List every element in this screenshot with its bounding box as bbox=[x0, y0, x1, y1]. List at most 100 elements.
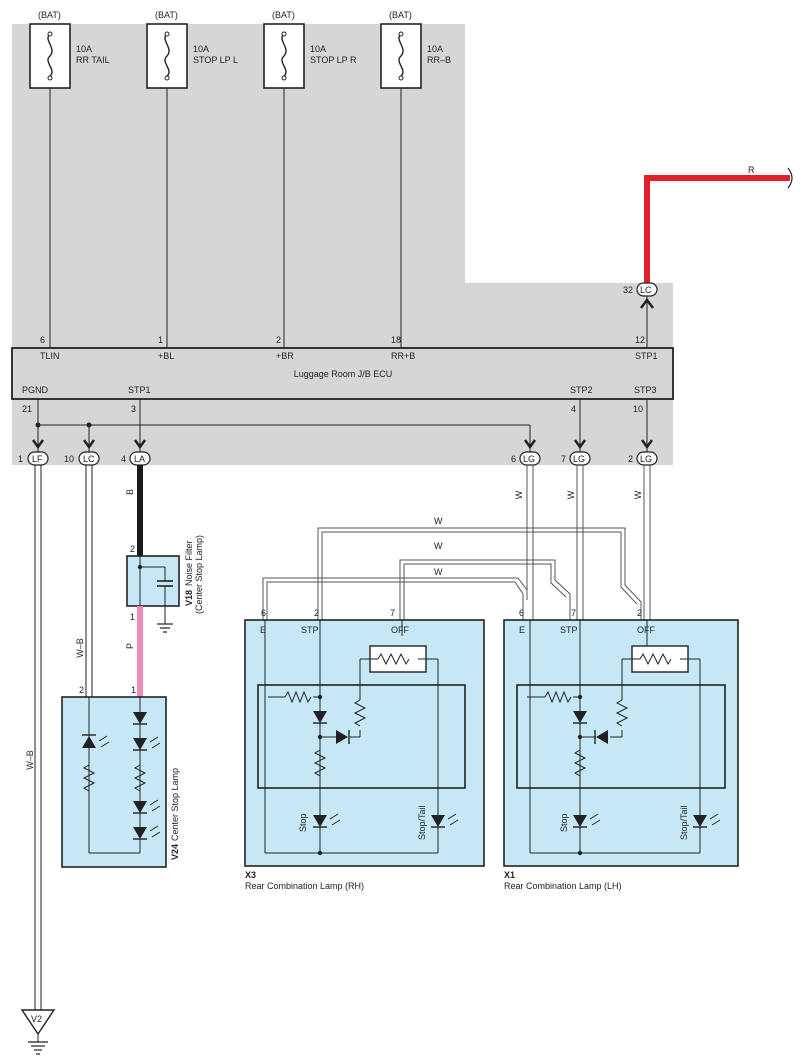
wb-ground-label: W–B bbox=[25, 750, 35, 770]
stop-led-label: Stop bbox=[298, 813, 308, 832]
svg-text:1: 1 bbox=[158, 335, 163, 345]
svg-text:2: 2 bbox=[637, 608, 642, 618]
fuse-supply-label: (BAT) bbox=[389, 10, 412, 20]
svg-text:LC: LC bbox=[640, 285, 652, 295]
wire-continuation-icon bbox=[787, 167, 793, 189]
svg-text:STP1: STP1 bbox=[128, 385, 151, 395]
svg-text:10: 10 bbox=[633, 404, 643, 414]
center-stop-lamp-v24: 2 1 V24 Center Stop Lamp bbox=[61, 685, 180, 868]
fuse-wires bbox=[49, 88, 402, 348]
w-wire-label: W bbox=[514, 490, 524, 499]
connector-lc: 10 LC bbox=[64, 451, 100, 466]
red-wire-label: R bbox=[748, 165, 755, 175]
resistor-icon bbox=[615, 699, 629, 727]
fuse-rr-tail: (BAT) 10A RR TAIL bbox=[29, 10, 110, 89]
ground-point-v2: V2 bbox=[20, 1009, 56, 1055]
svg-text:+BL: +BL bbox=[158, 351, 174, 361]
resistor-icon bbox=[133, 764, 147, 792]
svg-text:3: 3 bbox=[131, 404, 136, 414]
svg-text:TLIN: TLIN bbox=[40, 351, 60, 361]
fuse-name: STOP LP R bbox=[310, 55, 357, 65]
svg-text:7: 7 bbox=[561, 454, 566, 464]
resistor-icon bbox=[284, 690, 312, 704]
svg-text:4: 4 bbox=[121, 454, 126, 464]
wb-ground-wire bbox=[34, 465, 42, 1010]
noise-filter-v18: 2 1 V18 Noise Filter (Center Stop Lamp) bbox=[126, 535, 204, 633]
pink-wire-label: P bbox=[125, 643, 135, 649]
stop-led-label: Stop bbox=[559, 813, 569, 832]
fuse-supply-label: (BAT) bbox=[155, 10, 178, 20]
black-wire-label: B bbox=[125, 489, 135, 495]
svg-text:STP: STP bbox=[301, 625, 319, 635]
resistor-icon bbox=[313, 749, 327, 777]
fuse-rating: 10A bbox=[193, 44, 209, 54]
connector-lc-top: 32 LC bbox=[623, 282, 658, 348]
connector-lf: 1 LF bbox=[18, 451, 49, 466]
svg-text:18: 18 bbox=[391, 335, 401, 345]
rear-combination-lamp-lh: E STP OFF 6 7 2 bbox=[503, 608, 739, 891]
svg-text:V2: V2 bbox=[31, 1014, 42, 1024]
ground-icon bbox=[157, 623, 173, 633]
svg-text:6: 6 bbox=[261, 608, 266, 618]
svg-text:OFF: OFF bbox=[391, 625, 409, 635]
resistor-icon bbox=[82, 764, 96, 792]
resistor-icon bbox=[544, 690, 572, 704]
ground-icon bbox=[28, 1041, 48, 1055]
ecu-box: Luggage Room J/B ECU 6 TLIN 1 +BL 2 +BR … bbox=[11, 335, 674, 414]
w-wire-label: W bbox=[434, 541, 443, 551]
svg-text:7: 7 bbox=[571, 608, 576, 618]
red-wire bbox=[644, 175, 790, 284]
ecu-name: Luggage Room J/B ECU bbox=[294, 369, 393, 379]
fuse-stop-lp-l: (BAT) 10A STOP LP L bbox=[146, 10, 238, 89]
svg-text:1: 1 bbox=[130, 612, 135, 622]
led-icon bbox=[133, 738, 147, 750]
resistor-icon bbox=[377, 652, 410, 666]
fuse-rr-b: (BAT) 10A RR–B bbox=[380, 10, 451, 89]
svg-text:12: 12 bbox=[635, 335, 645, 345]
svg-text:32: 32 bbox=[623, 285, 633, 295]
fuse-name: RR–B bbox=[427, 55, 451, 65]
w-wire-label: W bbox=[434, 516, 443, 526]
lamp-code: X1 bbox=[504, 870, 515, 880]
svg-text:RR+B: RR+B bbox=[391, 351, 415, 361]
svg-text:+BR: +BR bbox=[276, 351, 294, 361]
led-icon bbox=[693, 815, 707, 827]
svg-text:2: 2 bbox=[628, 454, 633, 464]
svg-text:2: 2 bbox=[130, 544, 135, 554]
center-lamp-name: Center Stop Lamp bbox=[170, 768, 180, 841]
svg-text:LG: LG bbox=[523, 454, 535, 464]
svg-text:2: 2 bbox=[276, 335, 281, 345]
w-harness-wires bbox=[262, 465, 651, 620]
stoptail-led-label: Stop/Tail bbox=[679, 805, 689, 840]
svg-text:1: 1 bbox=[131, 685, 136, 695]
svg-text:E: E bbox=[260, 625, 266, 635]
fuse-supply-label: (BAT) bbox=[272, 10, 295, 20]
svg-text:6: 6 bbox=[40, 335, 45, 345]
led-icon bbox=[573, 711, 587, 723]
svg-text:OFF: OFF bbox=[637, 625, 655, 635]
svg-text:4: 4 bbox=[571, 404, 576, 414]
diode-icon bbox=[336, 730, 348, 744]
svg-text:LC: LC bbox=[83, 454, 95, 464]
led-icon bbox=[431, 815, 445, 827]
resistor-icon bbox=[639, 652, 672, 666]
fuse-name: RR TAIL bbox=[76, 55, 110, 65]
resistor-icon bbox=[573, 749, 587, 777]
fuse-rating: 10A bbox=[427, 44, 443, 54]
svg-text:21: 21 bbox=[22, 404, 32, 414]
connector-lg-6: 6 LG bbox=[511, 451, 541, 466]
stoptail-led-label: Stop/Tail bbox=[417, 805, 427, 840]
fuse-icon bbox=[281, 33, 287, 77]
wb-lamp-wire bbox=[85, 465, 93, 697]
led-icon bbox=[313, 711, 327, 723]
led-icon bbox=[82, 736, 96, 748]
svg-text:LF: LF bbox=[32, 454, 43, 464]
diode-icon bbox=[596, 730, 608, 744]
svg-text:2: 2 bbox=[79, 685, 84, 695]
rear-combination-lamp-rh: 6 2 7 E STP OFF bbox=[244, 608, 485, 891]
svg-text:STP: STP bbox=[560, 625, 578, 635]
svg-text:10: 10 bbox=[64, 454, 74, 464]
svg-text:LG: LG bbox=[640, 454, 652, 464]
svg-text:LA: LA bbox=[134, 454, 145, 464]
svg-text:2: 2 bbox=[314, 608, 319, 618]
